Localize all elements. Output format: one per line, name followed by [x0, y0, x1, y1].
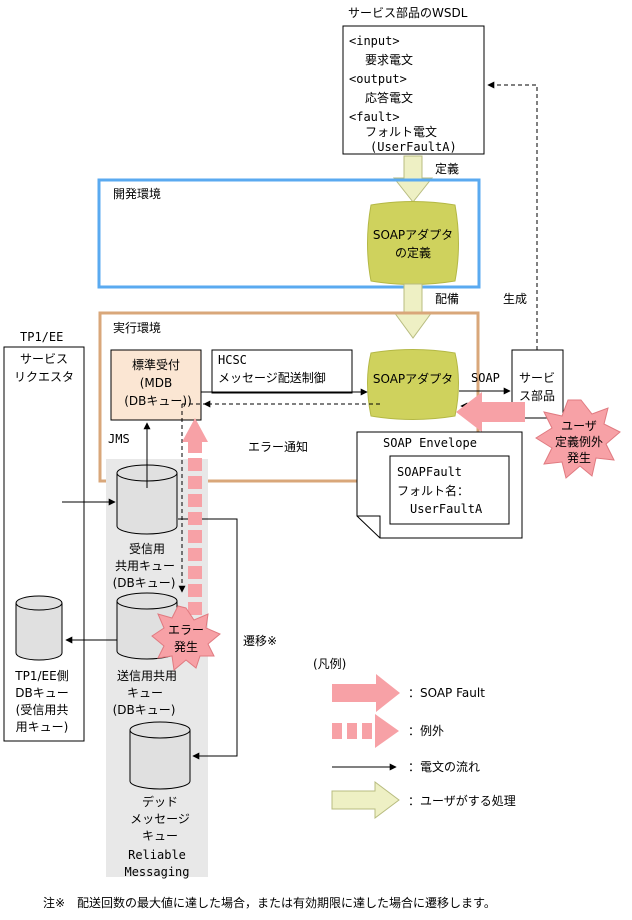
dev-env-title: 開発環境 [113, 186, 161, 201]
service-part-line2: ス部品 [519, 388, 555, 403]
user-exception-burst [535, 399, 621, 479]
receive-queue-line2: 共用キュー [115, 559, 175, 573]
legend-exception-label: ：例外 [408, 724, 444, 738]
tp1-queue-line1: TP1/EE側 [14, 669, 68, 683]
soap-adapter [367, 349, 459, 420]
dead-queue-line1: デッド [142, 794, 178, 809]
wsdl-title: サービス部品のWSDL [348, 5, 468, 20]
jms-label: JMS [108, 432, 130, 446]
legend-user-process-arrow [331, 781, 400, 819]
std-recv-line2: (MDB [140, 376, 173, 390]
footnote: 注※ 配送回数の最大値に達した場合，または有効期限に達した場合に遷移します。 [43, 895, 496, 910]
receive-queue-line3: (DBキュー) [113, 576, 176, 590]
deploy-label: 配備 [435, 291, 459, 306]
user-process-arrow-deploy [393, 283, 433, 339]
wsdl-line-fault-message: フォルト電文 [365, 124, 437, 139]
hcsc-box [211, 349, 353, 394]
soap-fault-box [389, 455, 510, 525]
tp1-db-queue [15, 595, 63, 661]
hcsc-line2: メッセージ配送制御 [218, 370, 326, 385]
service-requester-box [3, 346, 85, 742]
receive-queue [116, 464, 178, 535]
send-queue-line1: 送信用共用 [117, 668, 177, 683]
generation-arrow [487, 81, 538, 350]
requester-line2: リクエスタ [14, 370, 74, 384]
user-exception-line2: 定義例外 [555, 434, 603, 449]
std-recv-line3: (DBキュー)) [124, 394, 192, 408]
adapter-def-line2: の定義 [395, 245, 431, 260]
error-notify-label: エラー通知 [248, 440, 308, 454]
envelope-line2: フォルト名： [397, 483, 469, 498]
transition-label: 遷移※ [243, 634, 277, 648]
receive-queue-line1: 受信用 [129, 542, 165, 556]
send-queue-line3: (DBキュー) [113, 703, 176, 717]
wsdl-line-output: <output> [349, 72, 407, 86]
tp1-queue-line3: (受信用共 [16, 703, 69, 717]
wsdl-line-input: <input> [349, 34, 400, 48]
legend-user-process-label: ：ユーザがする処理 [408, 793, 516, 808]
transition-line [178, 518, 238, 760]
tp1-label: TP1/EE [20, 330, 63, 344]
requester-line1: サービス [20, 352, 68, 366]
wsdl-line-request: 要求電文 [365, 52, 413, 67]
error-burst [151, 605, 221, 671]
legend-soap-fault-label: ：SOAP Fault [408, 686, 485, 700]
user-exception-line3: 発生 [567, 451, 591, 465]
dev-env-box [97, 178, 481, 289]
hcsc-line1: HCSC [218, 353, 247, 367]
send-queue-line2: キュー [127, 686, 163, 700]
soap-fault-arrow [456, 392, 525, 432]
dead-queue-line2: メッセージ [130, 812, 190, 826]
exception-thick-arrow [182, 418, 208, 615]
tp1-queue-line4: 用キュー) [16, 720, 69, 734]
definition-label: 定義 [435, 161, 459, 176]
reliable-line1: Reliable [128, 848, 186, 862]
wsdl-line-response: 応答電文 [365, 90, 413, 105]
reliable-line2: Messaging [124, 865, 189, 879]
dead-queue-line3: キュー [142, 829, 178, 843]
legend-message-flow-label: ：電文の流れ [408, 759, 480, 774]
envelope-title: SOAP Envelope [383, 436, 477, 450]
legend-title: (凡例) [313, 657, 346, 671]
soap-label: SOAP [471, 371, 500, 385]
soap-adapter-definition [367, 201, 459, 285]
error-burst-line2: 発生 [174, 640, 198, 654]
wsdl-box [342, 25, 485, 155]
soap-adapter-label: SOAPアダプタ [373, 371, 453, 386]
std-recv-line1: 標準受付 [132, 357, 180, 372]
wsdl-line-user-fault: (UserFaultA) [370, 140, 457, 154]
dead-message-queue [129, 721, 191, 790]
service-part-line1: サービ [519, 371, 555, 385]
legend-exception-arrow [332, 714, 399, 748]
envelope-line1: SOAPFault [397, 465, 462, 479]
generation-label: 生成 [503, 292, 527, 306]
adapter-def-line1: SOAPアダプタ [373, 227, 453, 242]
user-exception-line1: ユーザ [561, 419, 597, 433]
legend-soap-fault-arrow [332, 674, 400, 712]
soap-envelope-fold [357, 515, 381, 538]
tp1-queue-line2: DBキュー [15, 686, 68, 700]
run-env-title: 実行環境 [113, 320, 161, 335]
standard-receive-box [110, 349, 202, 421]
wsdl-line-fault: <fault> [349, 110, 400, 124]
envelope-line3: UserFaultA [410, 502, 483, 516]
error-burst-line1: エラー [168, 623, 204, 637]
